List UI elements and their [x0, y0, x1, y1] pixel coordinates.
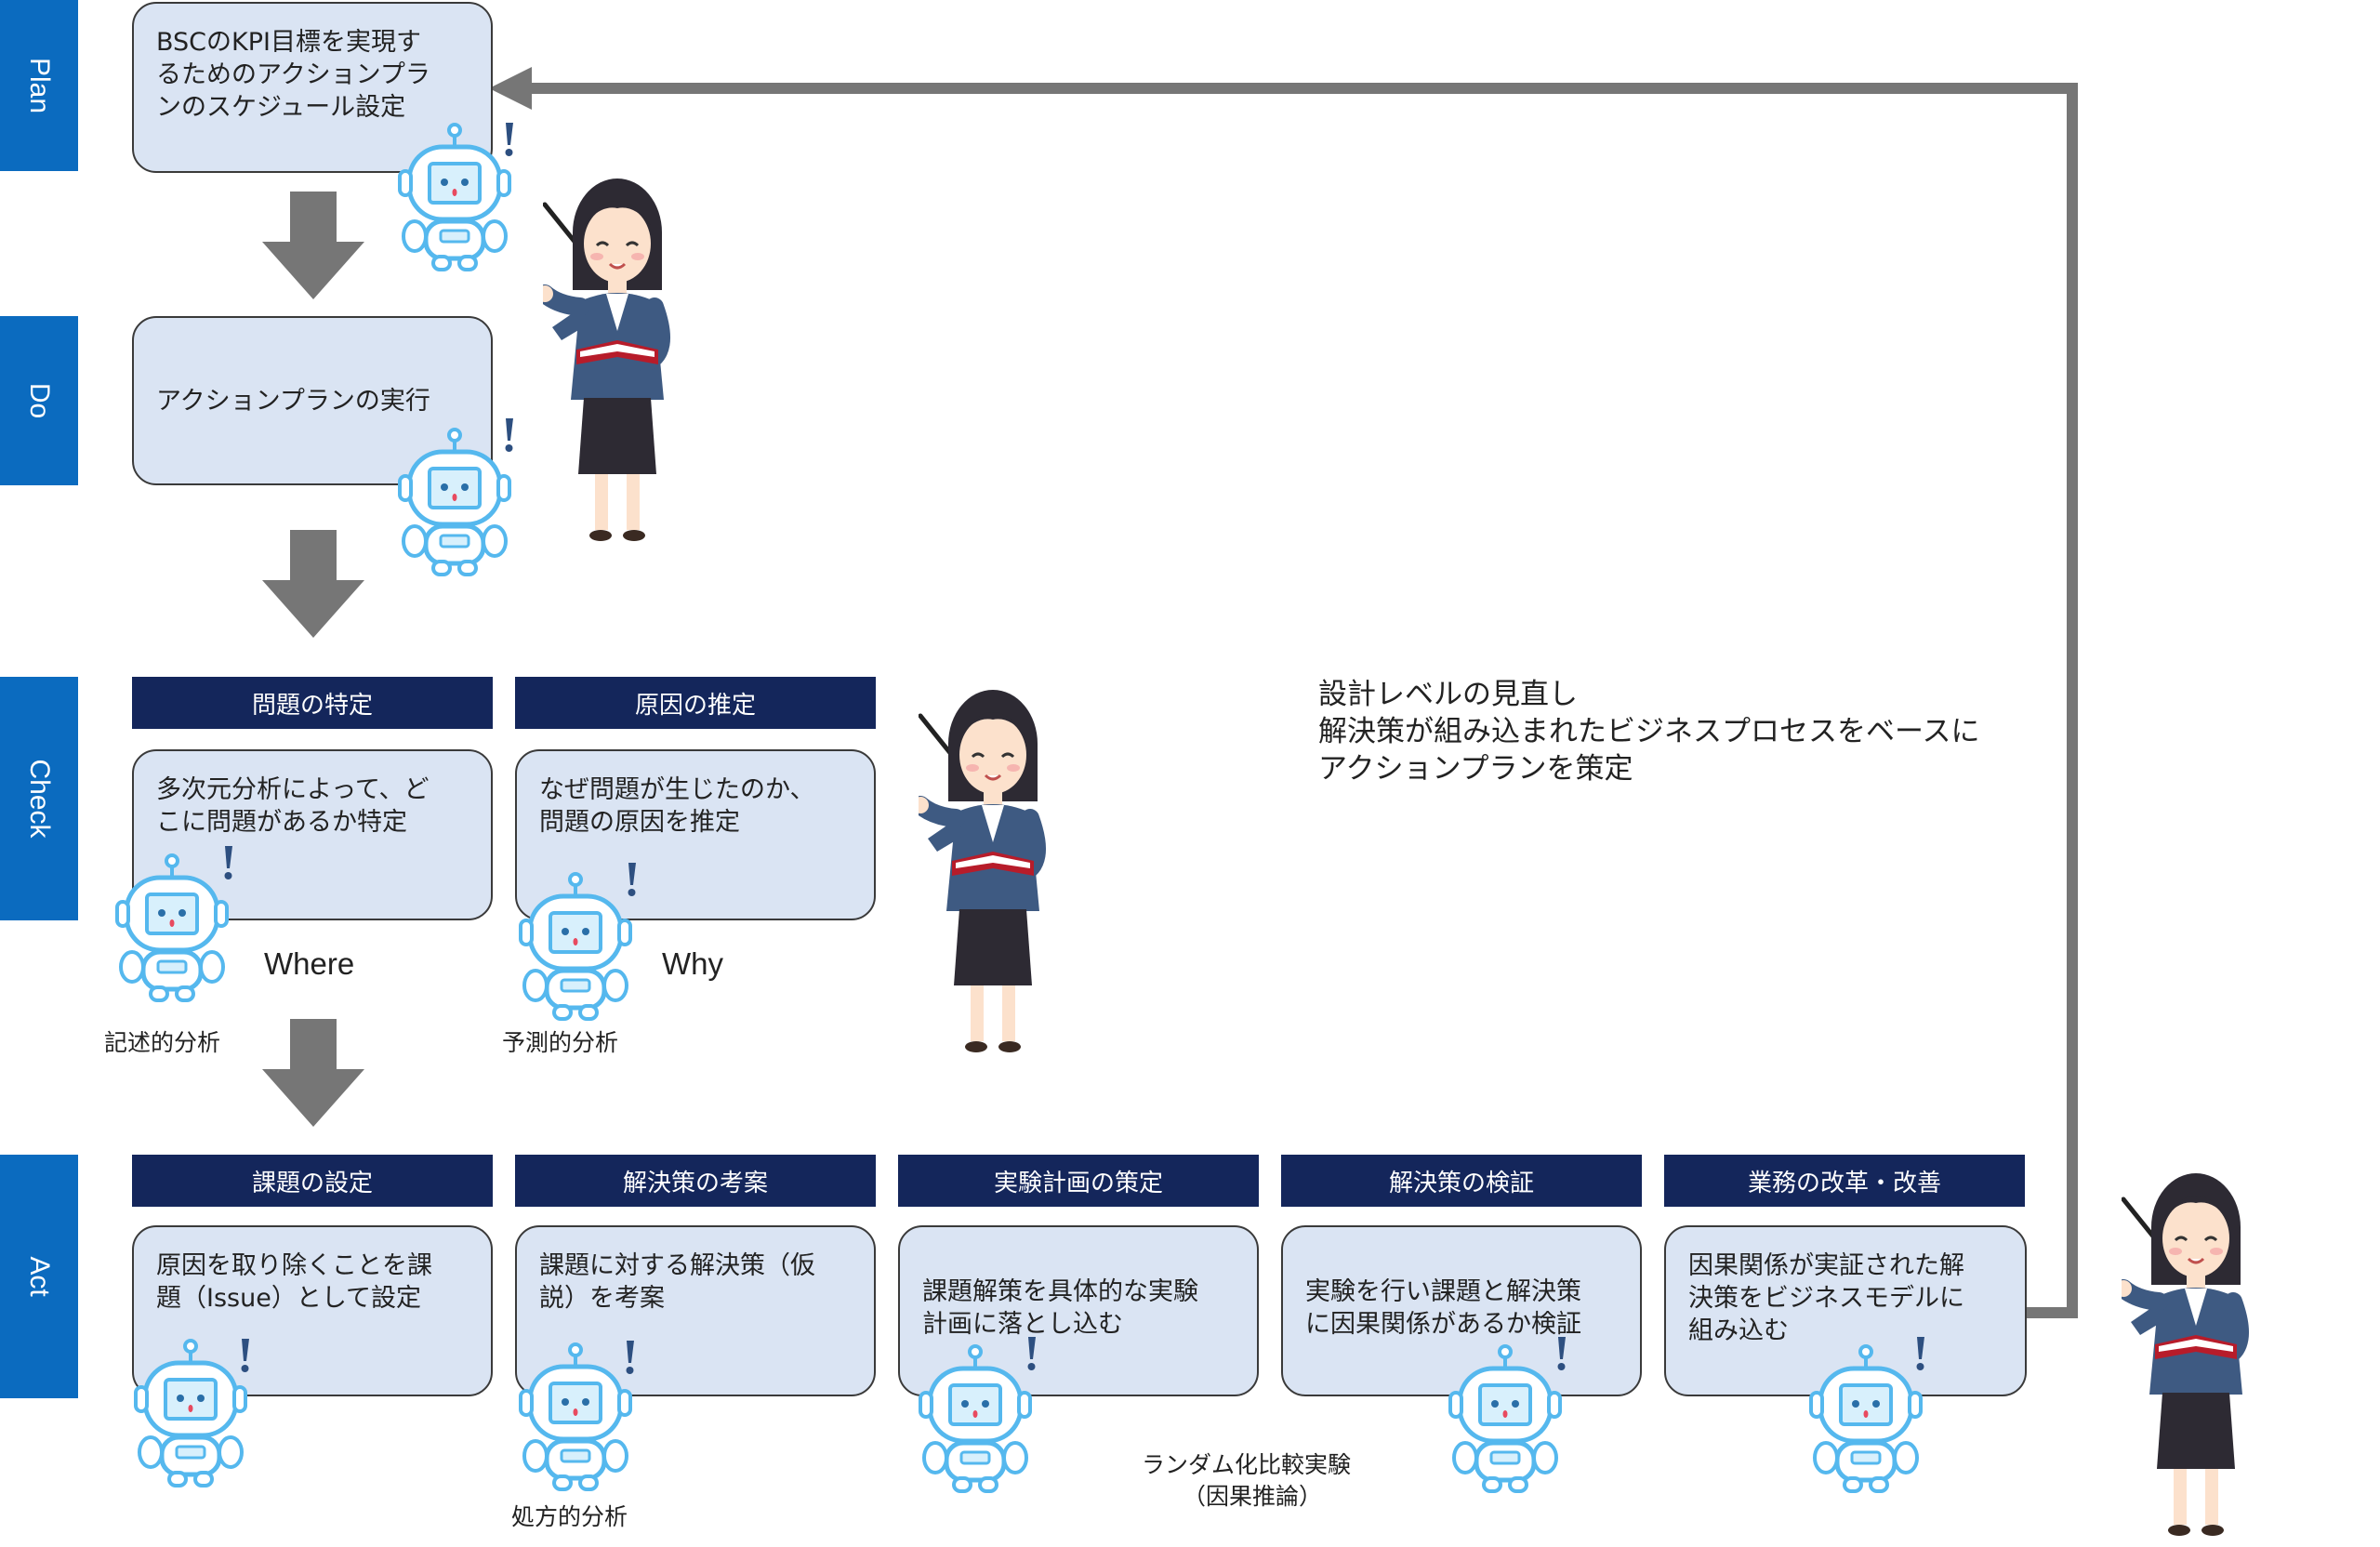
exclamation-icon: [623, 1339, 636, 1376]
check-header-problem: 問題の特定: [132, 677, 493, 729]
where-label: Where: [264, 946, 355, 981]
exclamation-icon: [502, 416, 515, 454]
act-box-line: 説）を考案: [539, 1284, 665, 1313]
robot-icon: [113, 853, 231, 1004]
stage-tab-check: Check: [0, 677, 78, 920]
robot-icon: [1447, 1344, 1564, 1495]
act-box-line: 計画に落とし込む: [922, 1310, 1123, 1339]
act-box-verification: 実験を行い課題と解決策 に因果関係があるか検証: [1281, 1225, 1642, 1396]
exclamation-icon: [1913, 1335, 1926, 1372]
robot-icon: [396, 123, 513, 273]
act-box-line: 因果関係が実証された解: [1688, 1251, 1964, 1280]
feedback-note-line: 設計レベルの見直し: [1318, 678, 1578, 711]
down-arrow-icon: [262, 530, 364, 638]
robot-icon: [517, 1342, 634, 1493]
prescriptive-analysis-label: 処方的分析: [511, 1503, 628, 1530]
feedback-note-line: アクションプランを策定: [1318, 752, 1633, 786]
down-arrow-icon: [262, 1019, 364, 1127]
act-box-line: 実験を行い課題と解決策: [1305, 1277, 1581, 1306]
exclamation-icon: [502, 121, 515, 158]
act-box-line: 課題解策を具体的な実験: [922, 1277, 1198, 1306]
act-header-improvement: 業務の改革・改善: [1664, 1155, 2025, 1207]
act-box-line: 組み込む: [1688, 1316, 1789, 1345]
act-header-issue: 課題の設定: [132, 1155, 493, 1207]
robot-icon: [1807, 1344, 1924, 1495]
do-box-text: アクションプランの実行: [156, 386, 430, 416]
stage-label-do: Do: [24, 382, 55, 419]
act-box-line: 原因を取り除くことを課: [156, 1251, 432, 1280]
stage-label-act: Act: [24, 1256, 55, 1297]
descriptive-analysis-label: 記述的分析: [104, 1029, 221, 1056]
check-box-line: こに問題があるか特定: [156, 808, 407, 837]
check-box-line: 多次元分析によって、ど: [156, 775, 430, 804]
stage-tab-do: Do: [0, 316, 78, 485]
feedback-note-line: 解決策が組み込まれたビジネスプロセスをベースに: [1318, 715, 1980, 748]
predictive-analysis-label: 予測的分析: [502, 1029, 619, 1056]
stage-label-plan: Plan: [24, 57, 55, 114]
act-header-verification: 解決策の検証: [1281, 1155, 1642, 1207]
teacher-with-pointer-icon: [919, 679, 1067, 1055]
act-header-solution: 解決策の考案: [515, 1155, 876, 1207]
act-header-experiment: 実験計画の策定: [898, 1155, 1259, 1207]
check-box-line: 問題の原因を推定: [539, 808, 740, 837]
check-box-line: なぜ問題が生じたのか、: [539, 775, 815, 804]
exclamation-icon: [625, 861, 638, 898]
exclamation-icon: [238, 1337, 251, 1374]
check-header-cause: 原因の推定: [515, 677, 876, 729]
act-box-issue: 原因を取り除くことを課 題（Issue）として設定: [132, 1225, 493, 1396]
stage-tab-plan: Plan: [0, 0, 78, 171]
exclamation-icon: [1025, 1335, 1038, 1372]
plan-box: BSCのKPI目標を実現す るためのアクションプラ ンのスケジュール設定: [132, 2, 493, 173]
act-box-line: に因果関係があるか検証: [1305, 1310, 1581, 1339]
exclamation-icon: [221, 844, 234, 881]
act-box-line: 決策をビジネスモデルに: [1688, 1284, 1964, 1313]
stage-label-check: Check: [24, 759, 55, 839]
act-box-line: 課題に対する解決策（仮: [539, 1251, 815, 1280]
plan-box-line: るためのアクションプラ: [156, 60, 430, 89]
exclamation-icon: [1554, 1335, 1567, 1372]
feedback-note: 設計レベルの見直し 解決策が組み込まれたビジネスプロセスをベースに アクションプ…: [1318, 676, 1979, 787]
teacher-with-pointer-icon: [543, 167, 692, 544]
robot-icon: [517, 872, 634, 1023]
act-box-line: 題（Issue）として設定: [156, 1284, 422, 1313]
robot-icon: [396, 428, 513, 578]
down-arrow-icon: [262, 192, 364, 299]
rct-label: ランダム化比較実験: [1142, 1451, 1352, 1478]
stage-tab-act: Act: [0, 1155, 78, 1398]
robot-icon: [917, 1344, 1034, 1495]
causal-inference-label: （因果推論）: [1183, 1483, 1323, 1510]
plan-box-line: ンのスケジュール設定: [156, 93, 406, 122]
teacher-with-pointer-icon: [2122, 1162, 2270, 1539]
why-label: Why: [662, 946, 723, 981]
robot-icon: [132, 1339, 249, 1489]
plan-box-line: BSCのKPI目標を実現す: [156, 28, 421, 57]
